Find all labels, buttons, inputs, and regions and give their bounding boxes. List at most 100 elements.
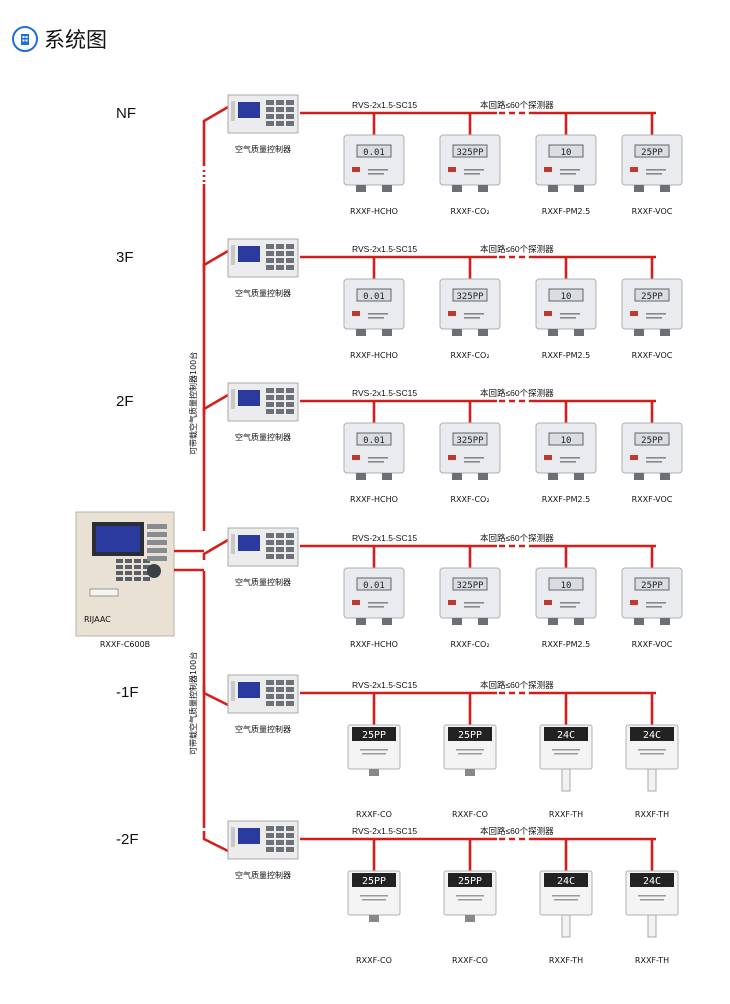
floor-label: -1F <box>116 684 139 701</box>
detector-led <box>352 600 360 605</box>
controller-key <box>266 409 274 414</box>
controller-key <box>276 680 284 685</box>
detector-label: RXXF-CO₂ <box>450 351 489 360</box>
detector-housing <box>535 278 597 330</box>
controller-key <box>266 680 274 685</box>
detector-label: RXXF-PM2.5 <box>542 207 590 216</box>
cable-gland <box>465 915 475 922</box>
detector-led <box>352 311 360 316</box>
main-unit-button <box>147 556 167 561</box>
loop-capacity-label: 本回路≤60个探测器 <box>480 388 554 398</box>
detector-label: RXXF-TH <box>549 956 583 965</box>
detector-print <box>552 895 580 897</box>
main-unit-key <box>143 577 150 581</box>
cable-gland <box>382 329 392 336</box>
cable-gland <box>382 473 392 480</box>
loop-capacity-label: 本回路≤60个探测器 <box>480 680 554 690</box>
main-unit-key <box>134 577 141 581</box>
controller-key <box>286 100 294 105</box>
controller-screen <box>238 828 260 844</box>
controller-key <box>286 388 294 393</box>
controller-key <box>276 107 284 112</box>
controller-label: 空气质量控制器 <box>235 432 291 442</box>
detector-print <box>560 313 580 315</box>
cable-gland <box>356 618 366 625</box>
detector-label: RXXF-HCHO <box>350 207 398 216</box>
controller-screen <box>238 246 260 262</box>
cable-gland <box>465 769 475 776</box>
controller-led-strip <box>231 681 235 701</box>
main-unit-key <box>116 565 123 569</box>
detector-print <box>368 606 384 608</box>
detector-print <box>560 317 576 319</box>
detector-print <box>464 606 480 608</box>
detector-reading: 25PP <box>641 581 663 591</box>
cable-gland <box>452 185 462 192</box>
detector: 25PP RXXF-CO <box>443 693 497 819</box>
controller-key <box>276 826 284 831</box>
cable-gland <box>478 185 488 192</box>
controller-key <box>266 694 274 699</box>
detector-reading: 25PP <box>458 730 482 741</box>
detector-housing <box>439 278 501 330</box>
cable-gland <box>369 915 379 922</box>
cable-gland <box>574 473 584 480</box>
detector-housing <box>343 567 405 619</box>
detector-led <box>544 600 552 605</box>
detector-label: RXXF-CO₂ <box>450 207 489 216</box>
detector-print <box>646 606 662 608</box>
detector-label: RXXF-CO <box>452 810 488 819</box>
detector-print <box>456 895 484 897</box>
detector-display <box>634 577 670 591</box>
detector-display <box>448 727 492 741</box>
detector-print <box>554 753 578 755</box>
controller-key <box>276 694 284 699</box>
main-unit-key <box>134 571 141 575</box>
controller-label: 空气质量控制器 <box>235 577 291 587</box>
controller-key <box>286 258 294 263</box>
cable-gland <box>660 618 670 625</box>
detector-reading: 0.01 <box>363 292 385 302</box>
bus-capacity-label-lower: 可带载空气质量控制器100台 <box>188 652 198 755</box>
controller-key <box>266 840 274 845</box>
detector-label: RXXF-CO <box>356 810 392 819</box>
controller-key <box>286 265 294 270</box>
detector-print <box>368 313 388 315</box>
loop-capacity-label: 本回路≤60个探测器 <box>480 244 554 254</box>
detector-print <box>638 895 666 897</box>
main-unit-key <box>116 559 123 563</box>
controller-key <box>286 847 294 852</box>
detector-led <box>630 455 638 460</box>
detector-print <box>458 899 482 901</box>
controller-led-strip <box>231 534 235 554</box>
controller-key <box>266 107 274 112</box>
detector-reading: 0.01 <box>363 436 385 446</box>
main-unit-key <box>125 559 132 563</box>
cable-gland <box>356 185 366 192</box>
controller-key <box>286 687 294 692</box>
main-unit-key <box>116 571 123 575</box>
detector-print <box>646 317 662 319</box>
bus-branch <box>202 249 229 271</box>
controller-key <box>286 701 294 706</box>
detector-led <box>448 311 456 316</box>
detector-reading: 24C <box>557 730 575 741</box>
detector-print <box>554 899 578 901</box>
detector-housing <box>621 422 683 474</box>
detector-print <box>368 461 384 463</box>
detector-housing <box>535 134 597 186</box>
detector-print <box>640 753 664 755</box>
detector-label: RXXF-CO₂ <box>450 495 489 504</box>
detector-label: RXXF-VOC <box>632 495 673 504</box>
controller-key <box>276 114 284 119</box>
controller-key <box>276 402 284 407</box>
controller-key <box>266 388 274 393</box>
detector-label: RXXF-HCHO <box>350 640 398 649</box>
controller-key <box>266 258 274 263</box>
detector-housing <box>439 422 501 474</box>
